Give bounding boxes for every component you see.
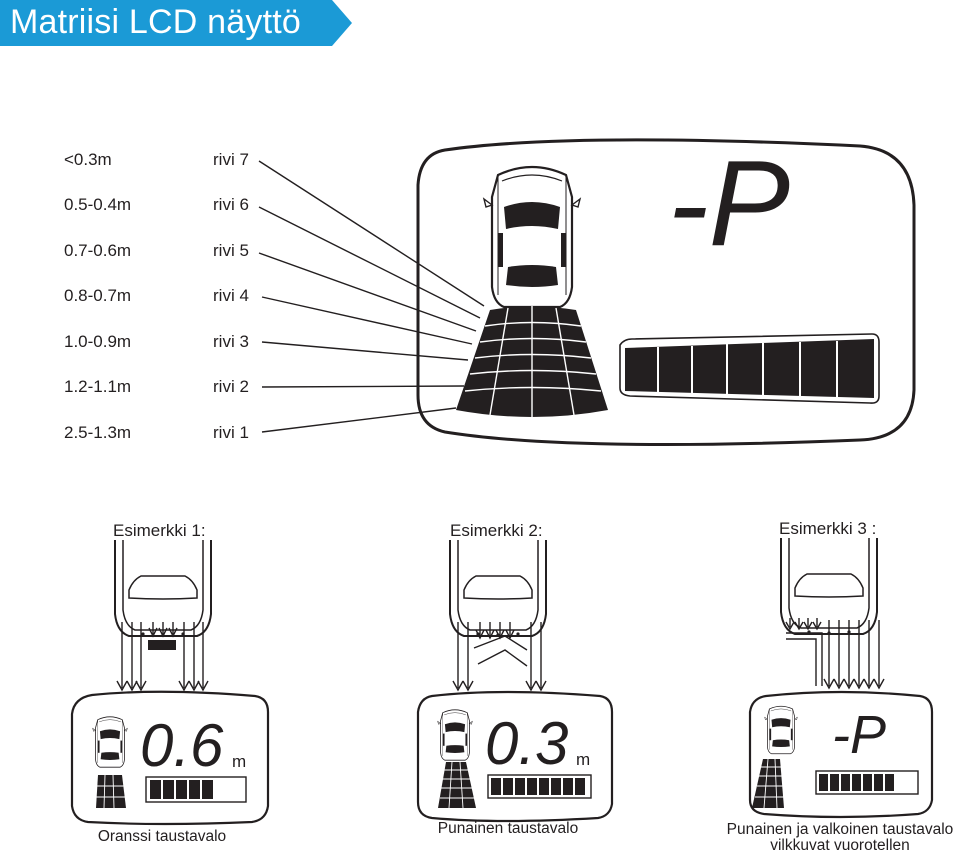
example-2-caption: Punainen taustavalo bbox=[437, 820, 579, 837]
parking-status-text: -P bbox=[668, 135, 790, 271]
example-3-caption-line-2: vilkkuvat vuorotellen bbox=[770, 837, 910, 854]
distance-label-6: 0.5-0.4m bbox=[64, 195, 132, 214]
row-label-7: rivi 7 bbox=[213, 150, 249, 169]
example-1-caption: Oranssi taustavalo bbox=[97, 828, 227, 845]
distance-bar-meter bbox=[619, 333, 880, 404]
example-3-graphics bbox=[748, 537, 934, 819]
example-3-title: Esimerkki 3 : bbox=[779, 519, 877, 538]
distance-label-1: 2.5-1.3m bbox=[64, 423, 132, 442]
leader-lines bbox=[258, 160, 485, 433]
row-label-2: rivi 2 bbox=[213, 377, 249, 396]
row-label-4: rivi 4 bbox=[213, 286, 249, 305]
example-2-readout: 0.3 bbox=[485, 710, 569, 777]
header-background bbox=[0, 0, 352, 46]
distance-label-4: 0.8-0.7m bbox=[64, 286, 132, 305]
sensor-fan-grid bbox=[456, 306, 608, 418]
example-1-graphics bbox=[70, 539, 270, 826]
row-label-6: rivi 6 bbox=[213, 195, 249, 214]
example-3-readout: -P bbox=[832, 705, 886, 765]
example-1-unit: m bbox=[232, 752, 247, 771]
example-3-caption-line-1: Punainen ja valkoinen taustavalo bbox=[726, 821, 954, 838]
page-title: Matriisi LCD näyttö bbox=[10, 3, 301, 41]
header-banner: Matriisi LCD näyttö bbox=[0, 0, 960, 46]
distance-label-2: 1.2-1.1m bbox=[64, 377, 132, 396]
distance-label-5: 0.7-0.6m bbox=[64, 241, 132, 260]
distance-label-7: <0.3m bbox=[64, 150, 112, 169]
distance-label-3: 1.0-0.9m bbox=[64, 332, 132, 351]
row-label-3: rivi 3 bbox=[213, 332, 249, 351]
row-label-5: rivi 5 bbox=[213, 241, 249, 260]
example-2-unit: m bbox=[576, 750, 591, 769]
example-1-readout: 0.6 bbox=[140, 712, 224, 779]
example-2-graphics bbox=[416, 539, 614, 823]
car-icon bbox=[482, 165, 582, 309]
example-1-title: Esimerkki 1: bbox=[113, 521, 206, 540]
row-label-1: rivi 1 bbox=[213, 423, 249, 442]
example-2-title: Esimerkki 2: bbox=[450, 521, 543, 540]
